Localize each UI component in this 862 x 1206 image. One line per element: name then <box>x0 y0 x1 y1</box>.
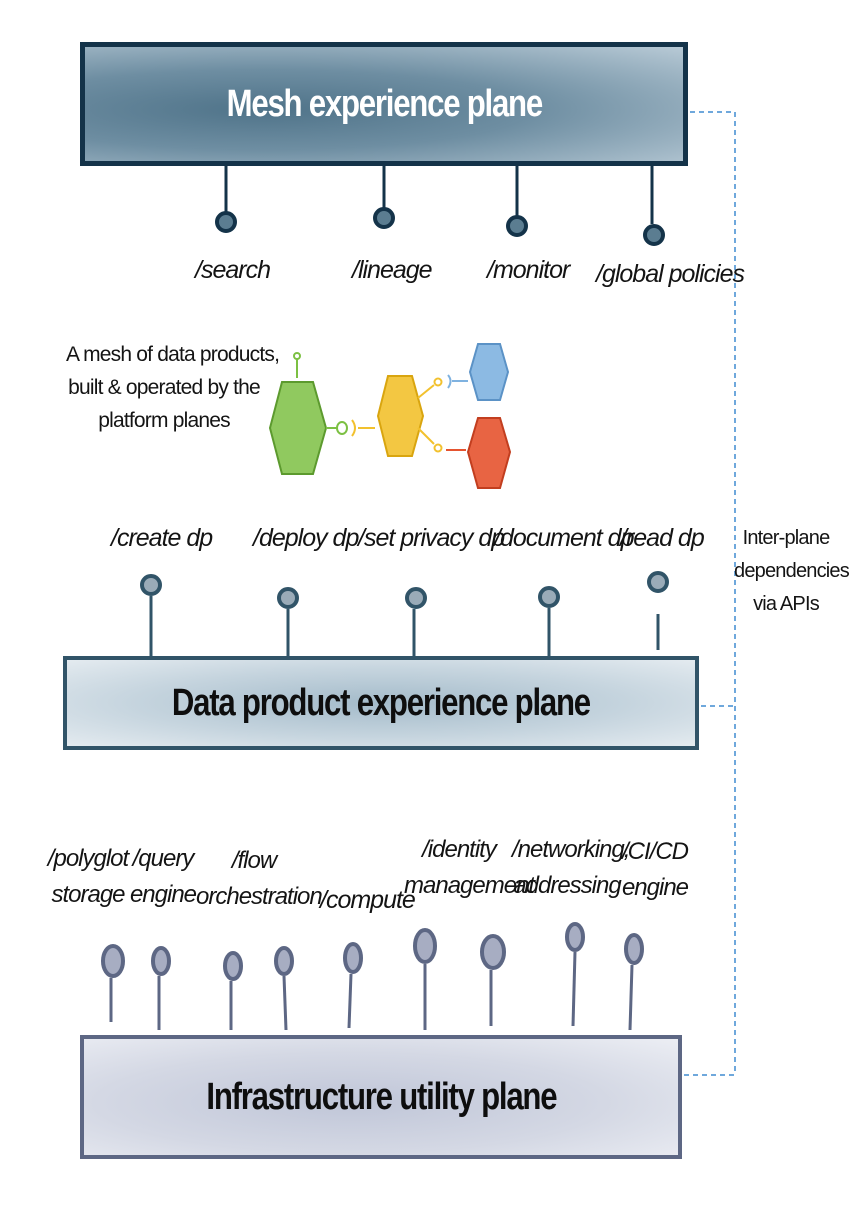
data-product-experience-plane: Data product experience plane <box>63 656 699 750</box>
api-port-icon <box>103 946 123 976</box>
data-product-mesh <box>270 344 510 488</box>
api-port-icon <box>407 589 425 607</box>
infra-api-ports <box>103 924 642 1030</box>
api-label-query-engine: /query engine <box>128 841 198 913</box>
api-port-icon <box>567 924 583 950</box>
api-label-read-dp: /read dp <box>620 524 704 553</box>
api-port-icon <box>276 948 292 974</box>
infra-plane-title: Infrastructure utility plane <box>206 1076 556 1119</box>
data-product-hexagon-icon <box>270 382 326 474</box>
api-port-icon <box>508 217 526 235</box>
api-label-lineage: /lineage <box>352 256 432 285</box>
api-label-create-dp: /create dp <box>111 524 212 553</box>
api-label-identity-management: /identity management <box>404 832 514 904</box>
api-label-ci-cd-engine: /CI/CD engine <box>620 834 690 906</box>
api-port-icon <box>626 935 642 963</box>
api-port-icon <box>375 209 393 227</box>
api-port-icon <box>153 948 169 974</box>
mesh-plane-title: Mesh experience plane <box>226 83 541 126</box>
api-port-icon <box>645 226 663 244</box>
data-product-hexagon-icon <box>378 376 423 456</box>
api-label-search: /search <box>195 256 270 285</box>
api-port-icon <box>415 930 435 962</box>
api-label-monitor: /monitor <box>487 256 569 285</box>
api-port-icon <box>279 589 297 607</box>
api-label-flow-orchestration: /flow orchestration <box>196 843 312 915</box>
api-port-icon <box>345 944 361 972</box>
api-label-set-privacy-dp: /set privacy dp <box>358 524 504 553</box>
api-port-icon <box>482 936 504 968</box>
api-port-icon <box>540 588 558 606</box>
api-label-networking-addressing: /networking, addressing <box>512 832 622 904</box>
api-label-document-dp: /document dp <box>494 524 634 553</box>
api-port-icon <box>225 953 241 979</box>
inter-plane-dependency-line <box>684 112 735 1075</box>
infrastructure-utility-plane: Infrastructure utility plane <box>80 1035 682 1159</box>
mesh-experience-plane: Mesh experience plane <box>80 42 688 166</box>
data-product-hexagon-icon <box>468 418 510 488</box>
data-product-hexagon-icon <box>470 344 508 400</box>
dp-plane-title: Data product experience plane <box>172 682 590 725</box>
mesh-of-data-products-note: A mesh of data products, built & operate… <box>66 338 262 437</box>
api-label-global-policies: /global policies <box>596 260 744 289</box>
inter-plane-dependencies-note: Inter-plane dependencies via APIs <box>734 522 838 621</box>
api-label-compute: /compute <box>320 886 415 915</box>
api-port-icon <box>649 573 667 591</box>
api-port-icon <box>142 576 160 594</box>
dp-api-ports <box>142 573 667 656</box>
mesh-api-ports <box>217 166 663 244</box>
api-port-icon <box>217 213 235 231</box>
api-label-deploy-dp: /deploy dp <box>253 524 358 553</box>
api-label-polyglot-storage: /polyglot storage <box>46 841 130 913</box>
